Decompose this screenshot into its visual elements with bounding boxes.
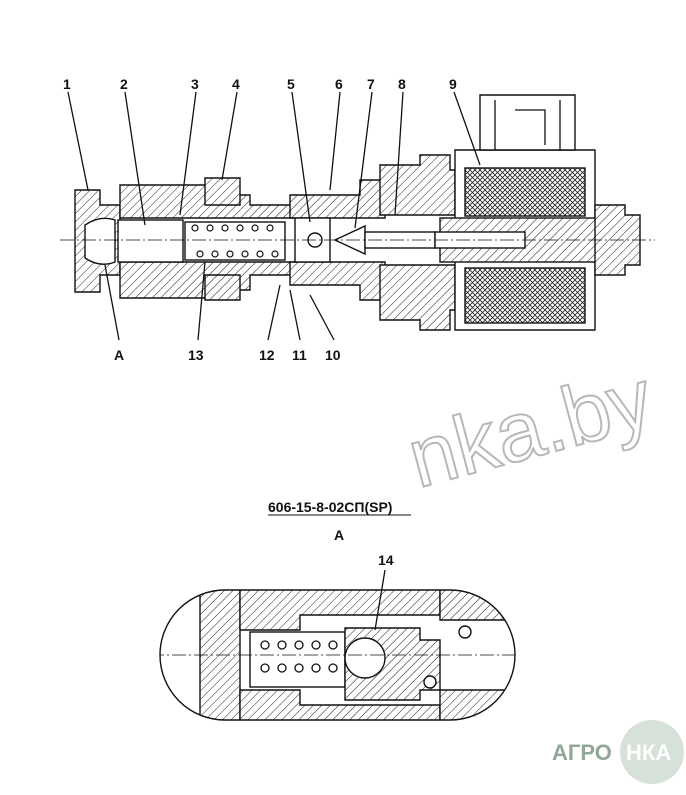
- svg-text:АГРО: АГРО: [552, 740, 612, 765]
- svg-text:НКА: НКА: [626, 740, 671, 765]
- callout-1: 1: [63, 76, 71, 92]
- callout-3: 3: [191, 76, 199, 92]
- callout-4: 4: [232, 76, 240, 92]
- callout-A: A: [114, 347, 124, 363]
- callout-7: 7: [367, 76, 375, 92]
- callout-5: 5: [287, 76, 295, 92]
- agronka-logo: АГРО НКА: [552, 720, 684, 784]
- callout-12: 12: [259, 347, 275, 363]
- callout-13: 13: [188, 347, 204, 363]
- callouts-top: 1 2 3 4 5 6 7 8 9: [63, 76, 457, 92]
- svg-text:nka.by: nka.by: [398, 351, 661, 506]
- detail-view-A: [159, 569, 516, 721]
- callout-2: 2: [120, 76, 128, 92]
- callout-10: 10: [325, 347, 341, 363]
- callout-9: 9: [449, 76, 457, 92]
- callout-11: 11: [292, 347, 307, 363]
- spring: [184, 221, 286, 261]
- callouts-bottom: A 13 12 11 10: [114, 347, 341, 363]
- callout-6: 6: [335, 76, 343, 92]
- drawing-title: 606-15-8-02СП(SP): [268, 499, 392, 515]
- callout-14: 14: [378, 552, 394, 568]
- callout-8: 8: [398, 76, 406, 92]
- valve-section-view: [60, 91, 655, 341]
- watermark: nka.by: [397, 350, 662, 507]
- view-label-A: A: [334, 527, 344, 543]
